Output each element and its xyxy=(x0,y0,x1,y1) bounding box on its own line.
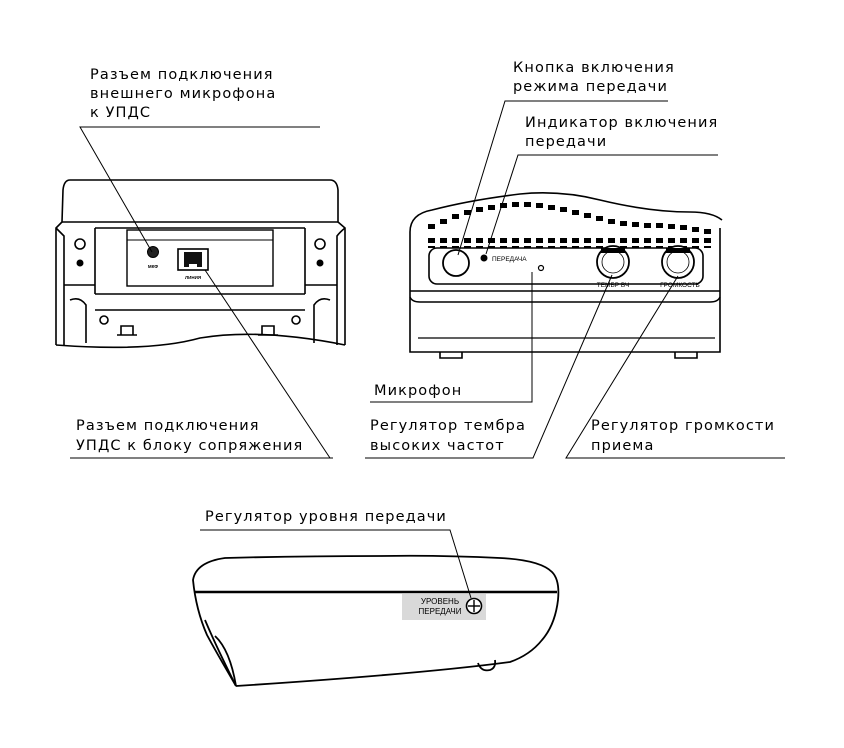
callout-line: передачи xyxy=(525,134,607,150)
volume-label: ГРОМКОСТЬ xyxy=(660,282,700,289)
transmit-button[interactable] xyxy=(442,249,470,277)
callout-line: Регулятор тембра xyxy=(370,418,526,434)
volume-knob[interactable] xyxy=(661,245,695,279)
interface-port-label: ЛИНИЯ xyxy=(185,275,201,280)
level-label-line1: УРОВЕНЬ xyxy=(421,597,459,606)
rear-right-bolt-icon xyxy=(316,259,324,267)
callout-line: УПДС к блоку сопряжения xyxy=(76,438,303,454)
rear-view-device xyxy=(55,179,346,349)
ext-mic-jack-icon xyxy=(147,246,159,258)
callout-line: Индикатор включения xyxy=(525,115,718,131)
callout-volume-knob: Регулятор громкости приема xyxy=(591,418,775,454)
callout-interface-jack: Разъем подключения УПДС к блоку сопряжен… xyxy=(76,418,303,454)
rear-left-bolt-icon xyxy=(76,259,84,267)
callout-line: высоких частот xyxy=(370,438,505,454)
callout-tx-level: Регулятор уровня передачи xyxy=(205,509,447,525)
tx-level-knob[interactable] xyxy=(465,597,483,615)
level-label-line2: ПЕРЕДАЧИ xyxy=(419,607,462,616)
callout-microphone: Микрофон xyxy=(374,383,462,399)
callout-line: Разъем подключения xyxy=(90,67,274,83)
callout-tx-indicator: Индикатор включения передачи xyxy=(525,115,718,150)
tx-led-label: ПЕРЕДАЧА xyxy=(492,256,527,263)
treble-knob[interactable] xyxy=(596,245,630,279)
mic-port-label: МКФ xyxy=(148,264,158,269)
microphone-hole-icon xyxy=(537,264,545,272)
callout-treble-knob: Регулятор тембра высоких частот xyxy=(370,418,526,454)
side-view-device xyxy=(192,554,560,687)
callout-line: Регулятор уровня передачи xyxy=(205,509,447,525)
callout-line: Регулятор громкости xyxy=(591,418,775,434)
callout-line: внешнего микрофона xyxy=(90,86,276,102)
callout-tx-button: Кнопка включения режима передачи xyxy=(513,60,675,95)
callout-line: Микрофон xyxy=(374,383,462,399)
leader-lines xyxy=(70,100,785,599)
transmit-led-icon xyxy=(480,254,488,262)
interface-jack-icon xyxy=(177,248,209,271)
callout-line: Кнопка включения xyxy=(513,60,675,76)
callout-line: к УПДС xyxy=(90,105,151,121)
treble-label: ТЕМБР ВЧ xyxy=(597,282,630,289)
callout-line: Разъем подключения xyxy=(76,418,260,434)
speaker-grille xyxy=(428,202,711,248)
callout-line: приема xyxy=(591,438,654,454)
callout-ext-mic-jack: Разъем подключения внешнего микрофона к … xyxy=(90,67,276,121)
callout-line: режима передачи xyxy=(513,79,668,95)
